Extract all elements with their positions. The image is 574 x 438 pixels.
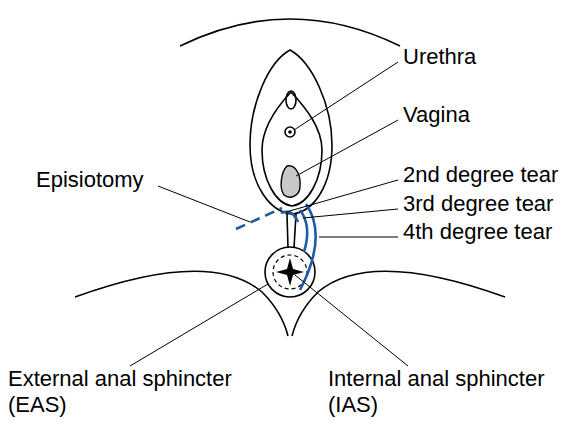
- leader-line: [296, 120, 398, 176]
- labia-outline: [250, 50, 332, 214]
- leader-line: [286, 180, 398, 212]
- vestibule-outline: [262, 92, 322, 206]
- leader-line: [295, 275, 408, 366]
- episiotomy-line: [236, 208, 282, 229]
- second-degree-tear: [281, 212, 298, 222]
- tear-label: 4th degree tear: [403, 219, 573, 245]
- third-degree-tear: [300, 210, 307, 252]
- part-label: Vagina: [403, 102, 563, 128]
- urethra-dot: [288, 130, 292, 134]
- tear-label: 2nd degree tear: [403, 162, 573, 188]
- leader-line: [158, 186, 250, 222]
- part-label: Urethra: [403, 44, 563, 70]
- part-label: Internal anal sphincter (IAS): [328, 366, 568, 418]
- perineal-line: [287, 214, 288, 248]
- leader-line: [130, 284, 268, 366]
- clitoris: [286, 91, 296, 109]
- urethra-opening: [285, 127, 295, 137]
- leader-line: [319, 237, 398, 238]
- buttock-line: [292, 271, 505, 336]
- tear-label: 3rd degree tear: [403, 191, 573, 217]
- leader-line: [294, 62, 398, 130]
- leader-line: [303, 209, 398, 218]
- part-label: Episiotomy: [36, 167, 196, 193]
- vaginal-opening: [281, 166, 300, 197]
- part-label: External anal sphincter (EAS): [8, 366, 253, 418]
- pubic-arc: [180, 19, 400, 46]
- anal-star: [276, 258, 304, 286]
- buttock-line: [75, 271, 288, 336]
